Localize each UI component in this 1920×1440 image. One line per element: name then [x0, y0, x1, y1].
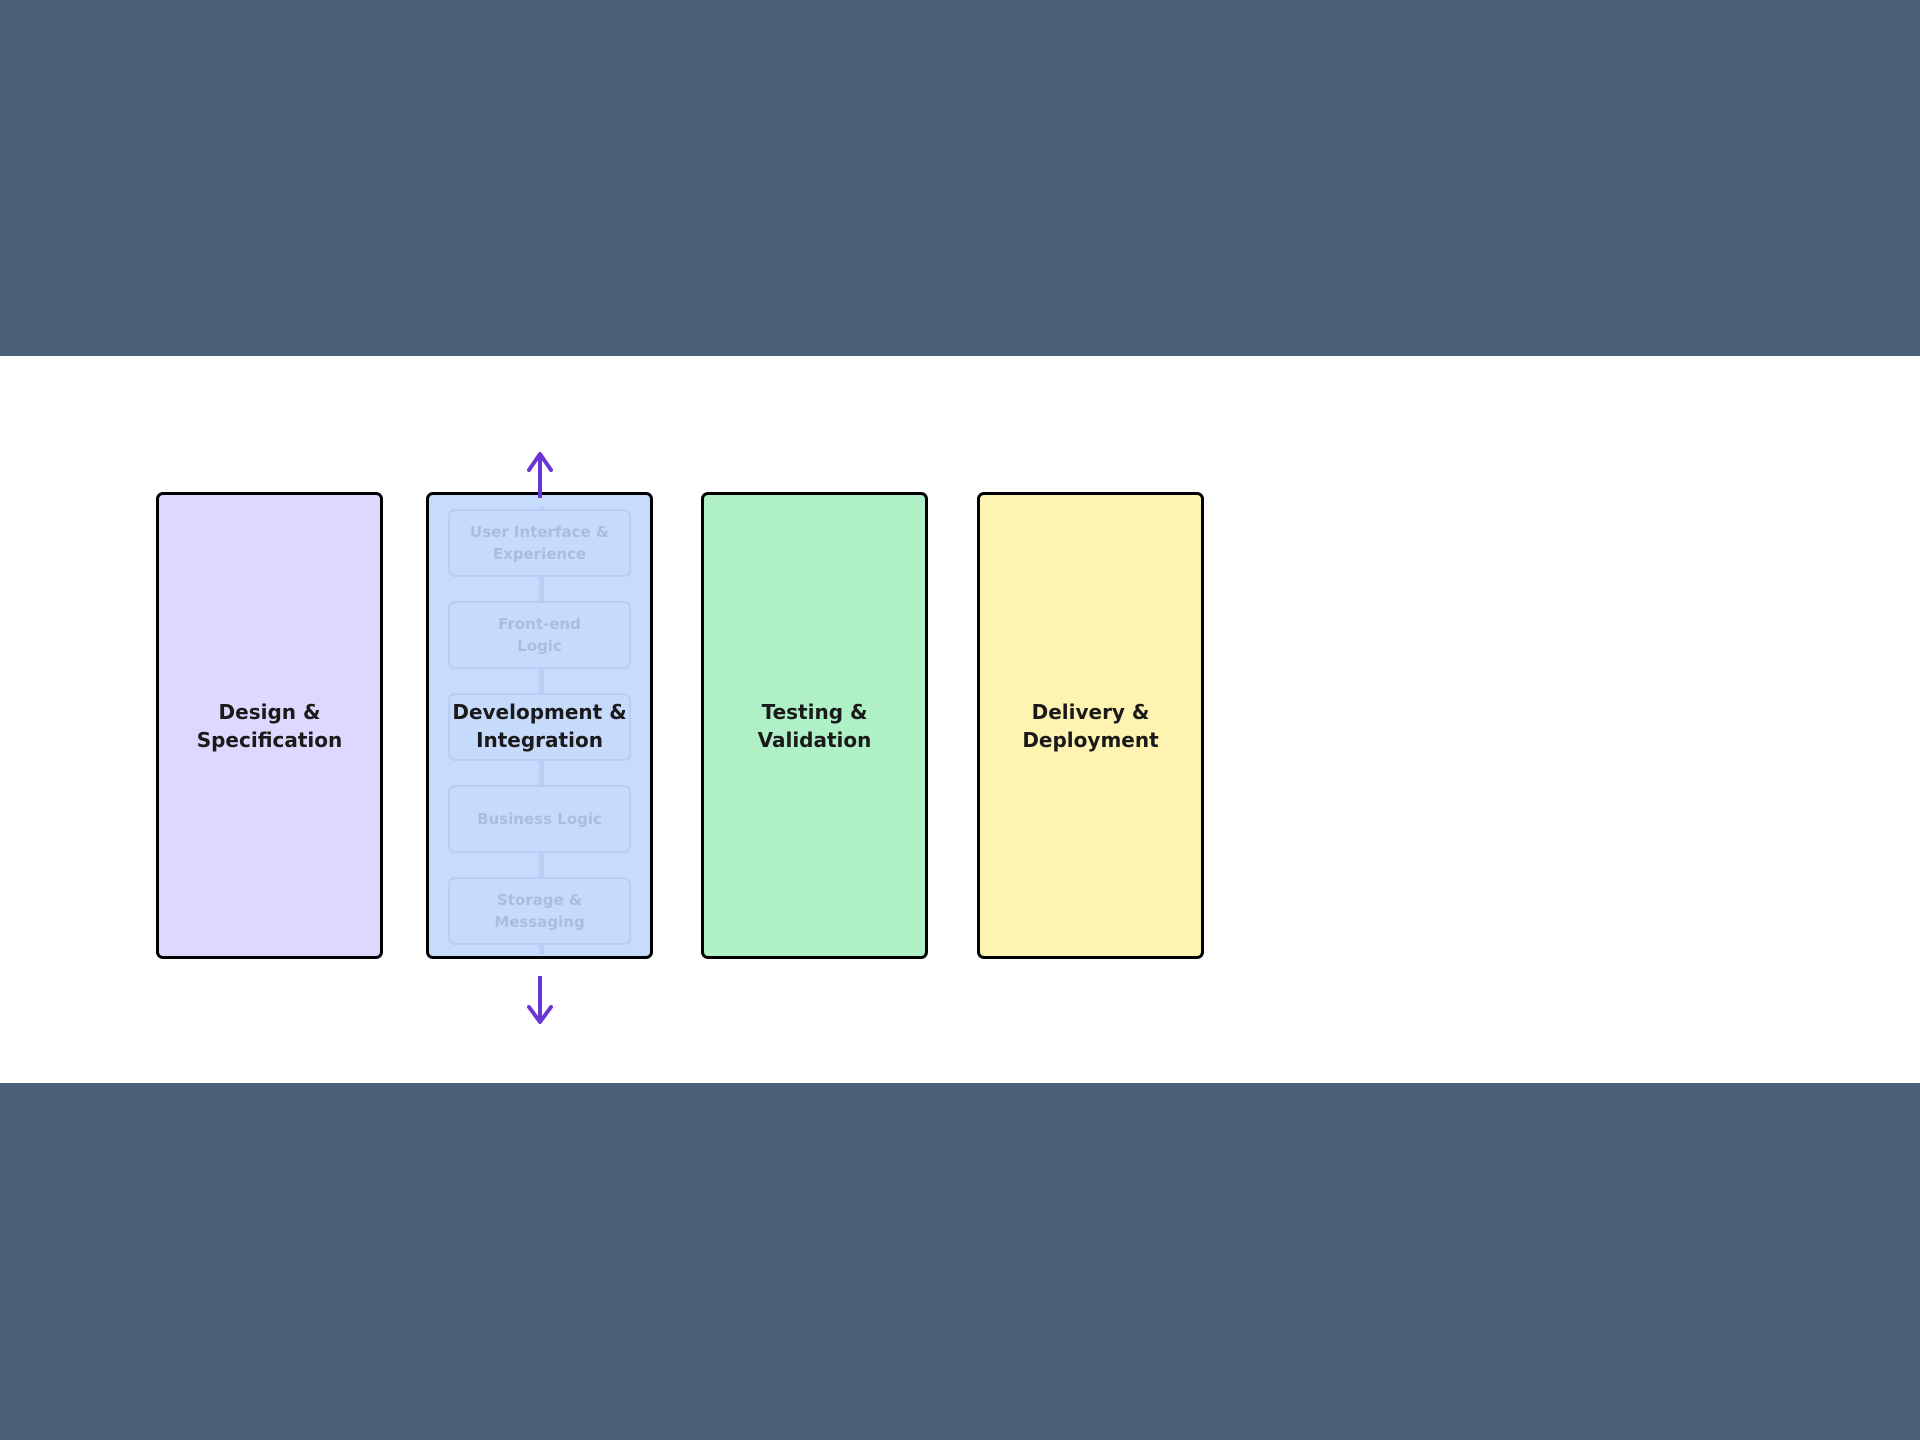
layer-storage-messaging: Storage & Messaging — [448, 877, 631, 945]
layer-front-end-logic: Front-end Logic — [448, 601, 631, 669]
layer-integration-slot — [448, 693, 631, 761]
down-arrow-head — [527, 1005, 553, 1024]
column-label: Delivery & Deployment — [1022, 699, 1159, 752]
column-label: Testing & Validation — [757, 699, 872, 752]
diagram-canvas: Design & Specification User Interface & … — [0, 356, 1920, 1083]
layer-user-interface: User Interface & Experience — [448, 509, 631, 577]
column-label: Design & Specification — [196, 699, 343, 752]
up-arrow-head — [527, 452, 553, 472]
column-design-specification: Design & Specification — [156, 492, 383, 959]
column-label: Development & Integration — [452, 699, 627, 752]
column-delivery-deployment: Delivery & Deployment — [977, 492, 1204, 959]
process-diagram: Design & Specification User Interface & … — [156, 436, 1206, 1024]
development-arrows — [527, 452, 553, 1024]
column-testing-validation: Testing & Validation — [701, 492, 928, 959]
column-development-integration: User Interface & Experience Front-end Lo… — [426, 492, 653, 959]
layer-business-logic: Business Logic — [448, 785, 631, 853]
